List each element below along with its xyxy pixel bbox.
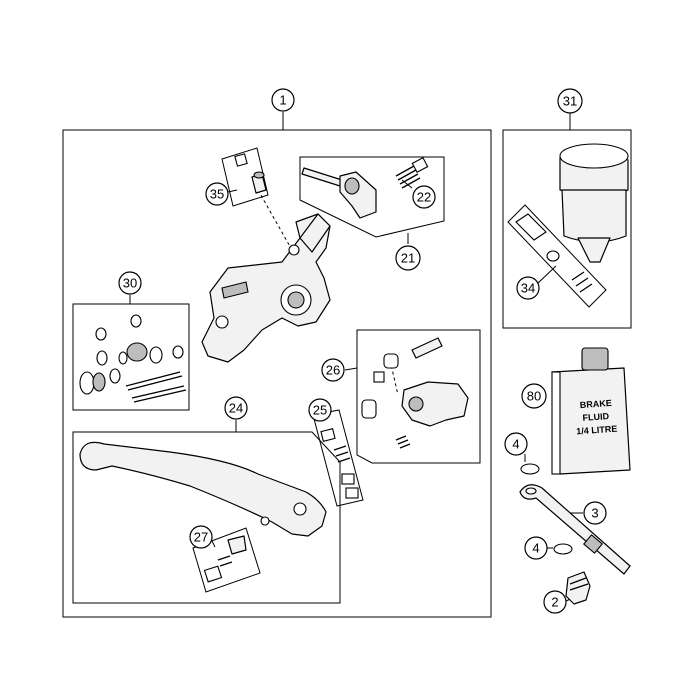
callout-21: 21 xyxy=(395,245,421,271)
leader-35 xyxy=(227,189,238,193)
svg-text:25: 25 xyxy=(313,403,327,418)
svg-text:2: 2 xyxy=(551,595,558,610)
kit-35-frame xyxy=(221,147,269,207)
svg-text:30: 30 xyxy=(123,276,137,291)
hardware-parts-21 xyxy=(301,157,429,219)
bleeder-parts-35 xyxy=(234,153,267,194)
callout-26: 26 xyxy=(321,358,345,382)
brake-line-parts xyxy=(519,463,631,605)
adjuster-parts-26 xyxy=(361,337,469,449)
callout-24: 24 xyxy=(224,396,248,420)
svg-text:31: 31 xyxy=(563,94,577,109)
svg-text:80: 80 xyxy=(527,389,541,404)
washer-4-upper xyxy=(520,463,540,475)
brake-lever-24 xyxy=(79,441,327,537)
hardware-kit-21-frame xyxy=(299,156,445,238)
callout-34: 34 xyxy=(516,276,540,300)
callout-80: 80 xyxy=(521,383,547,409)
lever-24-frame xyxy=(72,431,341,604)
bottle-label-line1: BRAKE xyxy=(579,398,612,410)
kit-34-frame xyxy=(507,204,607,308)
callout-2: 2 xyxy=(543,590,567,614)
leader-26 xyxy=(344,367,358,371)
svg-text:34: 34 xyxy=(521,281,535,296)
callout-22: 22 xyxy=(412,185,436,209)
svg-text:24: 24 xyxy=(229,401,243,416)
callout-3: 3 xyxy=(583,501,607,525)
kit-parts-25 xyxy=(320,428,359,499)
kit-parts-27 xyxy=(203,535,247,583)
svg-text:27: 27 xyxy=(194,530,208,545)
callout-4-lower: 4 xyxy=(524,536,548,560)
callout-31: 31 xyxy=(557,88,583,114)
adjuster-kit-26-frame xyxy=(356,329,481,464)
callout-27: 27 xyxy=(189,525,213,549)
bottle-label-line2: FLUID xyxy=(582,411,610,423)
bottle-label-line3: 1/4 LITRE xyxy=(576,424,618,437)
main-assembly-frame xyxy=(62,129,492,618)
seal-kit-parts-30 xyxy=(79,314,187,403)
callout-35: 35 xyxy=(205,182,229,206)
callout-25: 25 xyxy=(308,398,332,422)
svg-text:22: 22 xyxy=(417,190,431,205)
svg-text:3: 3 xyxy=(591,506,598,521)
washer-4-lower xyxy=(553,543,573,555)
svg-text:4: 4 xyxy=(512,437,519,452)
callout-4-upper: 4 xyxy=(504,432,528,456)
callout-1: 1 xyxy=(271,88,295,112)
callout-30: 30 xyxy=(118,271,142,295)
svg-text:35: 35 xyxy=(210,187,224,202)
assembly-dashed-line xyxy=(257,189,293,251)
svg-text:4: 4 xyxy=(532,541,539,556)
kit-27-frame xyxy=(192,527,261,593)
reservoir-frame xyxy=(502,129,632,329)
master-cylinder-body xyxy=(201,213,331,363)
brake-fluid-bottle xyxy=(551,347,631,475)
seal-kit-frame xyxy=(72,303,190,411)
reservoir-31 xyxy=(559,143,629,263)
svg-text:21: 21 xyxy=(401,251,415,266)
svg-text:1: 1 xyxy=(279,93,286,108)
kit-parts-34 xyxy=(515,213,593,293)
leader-34 xyxy=(537,265,557,284)
svg-text:26: 26 xyxy=(326,363,340,378)
